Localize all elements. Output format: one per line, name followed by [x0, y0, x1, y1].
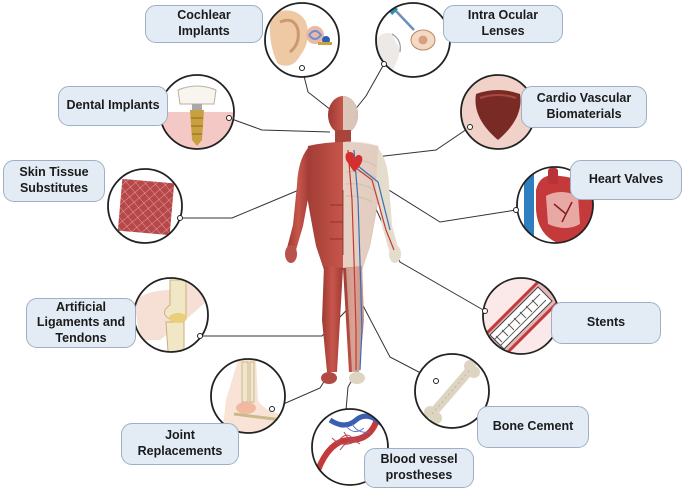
label-dental-implants: Dental Implants [58, 86, 168, 126]
foot-joint-illustration [210, 358, 286, 434]
label-blood-vessel-prostheses: Blood vessel prostheses [364, 448, 474, 488]
artery-line [347, 149, 357, 370]
body-right-arm [376, 148, 398, 250]
label-skin-tissue-substitutes: Skin Tissue Substitutes [3, 160, 105, 202]
label-heart-valves: Heart Valves [570, 160, 682, 200]
vein-line [353, 149, 363, 371]
ear-illustration [264, 2, 340, 78]
heart-valve-illustration [513, 166, 594, 244]
knee-ligament-illustration [133, 277, 209, 353]
bone-illustration [414, 353, 490, 429]
tooth-illustration [159, 74, 235, 150]
human-body-figure [285, 96, 401, 384]
eye-illustration [375, 2, 451, 78]
label-cardio-vascular-biomaterials: Cardio Vascular Biomaterials [521, 86, 647, 128]
stent-illustration [482, 277, 560, 355]
label-artificial-ligaments-tendons: Artificial Ligaments and Tendons [26, 298, 136, 348]
connector-dental [228, 117, 331, 133]
label-joint-replacements: Joint Replacements [121, 423, 239, 465]
body-left-leg [322, 266, 343, 372]
body-left-arm [287, 148, 310, 250]
connector-skin [180, 181, 319, 219]
label-cochlear-implants: Cochlear Implants [145, 5, 263, 43]
label-bone-cement: Bone Cement [477, 406, 589, 448]
label-intra-ocular-lenses: Intra Ocular Lenses [443, 5, 563, 43]
body-heart [345, 152, 363, 172]
skin-mesh-illustration [107, 168, 183, 244]
label-stents: Stents [551, 302, 661, 344]
cardio-biomaterial-illustration [460, 74, 536, 150]
